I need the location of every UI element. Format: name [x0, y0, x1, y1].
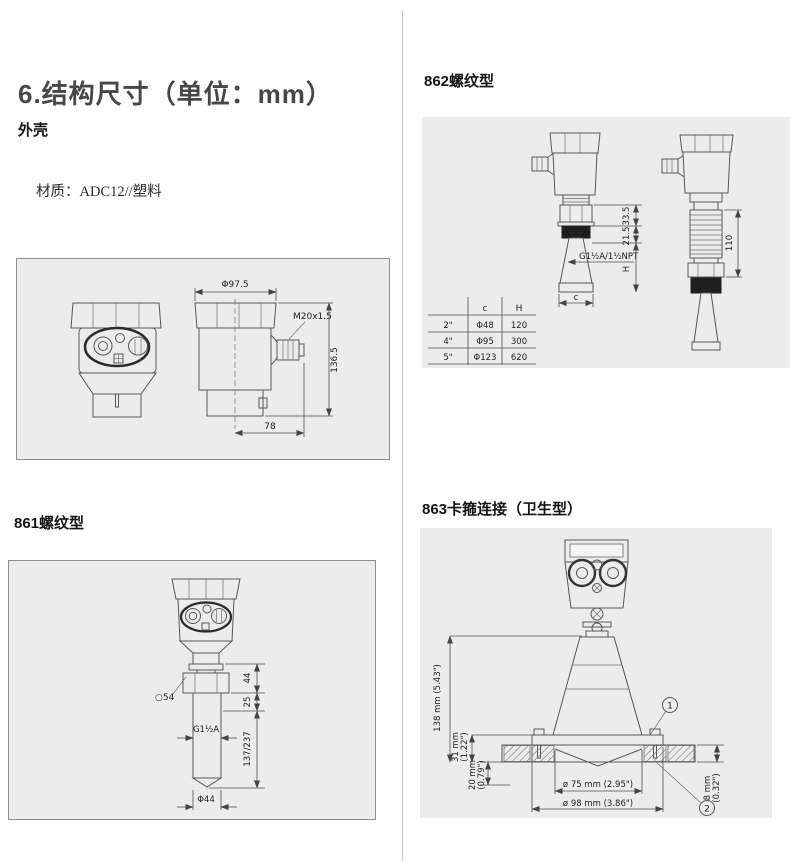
column-divider — [402, 10, 403, 861]
callout-2-circle — [699, 800, 715, 816]
drawing-panel-862: 33.5 21.5 G1½A/1½NPT H c — [422, 117, 790, 368]
drawing-panel-housing: Φ97.5 M20x1.5 136.5 78 — [16, 258, 390, 460]
callout-1: 1 — [667, 702, 673, 712]
hex-nut-861 — [182, 672, 230, 694]
dim-863-flange-in: (0.79") — [477, 760, 487, 789]
table-header-h: H — [516, 304, 523, 314]
dim-861-thread: G1½A — [193, 725, 219, 735]
section-title-861: 861螺纹型 — [14, 515, 85, 532]
callout-2: 2 — [704, 805, 710, 815]
hex-nut-2 — [687, 262, 725, 278]
dim-861-length: 137/237 — [243, 731, 253, 766]
dim-861-hex: ○54 — [155, 693, 175, 703]
drawing-862: 33.5 21.5 G1½A/1½NPT H c — [428, 132, 742, 365]
dimensions-863: 138 mm (5.43") 31 mm (1.22") 20 mm (0.79… — [433, 635, 724, 816]
housing-drawing: Φ97.5 M20x1.5 136.5 78 — [70, 280, 340, 437]
hex-nut — [559, 204, 593, 223]
display-dial-right — [128, 336, 148, 356]
dim-863-total-height: 138 mm (5.43") — [433, 664, 443, 732]
nameplate — [569, 543, 624, 558]
dim-861-upper: 44 — [243, 673, 253, 684]
drawing-panel-861: ○54 44 25 137/237 G1½A Φ44 — [8, 560, 376, 820]
dim-862-horn-dia: c — [574, 293, 579, 303]
table-cell: 620 — [511, 353, 527, 363]
ribbed-extension — [689, 209, 723, 259]
display-bezel — [83, 326, 151, 368]
dim-862-horn-height: H — [622, 266, 632, 272]
dim-862-process-thread: G1½A/1½NPT — [579, 252, 639, 262]
dimensions-861: ○54 44 25 137/237 G1½A Φ44 — [155, 663, 265, 810]
horn-tip-861 — [191, 777, 223, 788]
display-dial-left — [93, 336, 113, 356]
dim-861-mid: 25 — [243, 697, 253, 708]
material-note: 材质：ADC12//塑料 — [36, 184, 162, 200]
callout-1-circle — [662, 697, 678, 713]
section-title-863: 863卡箍连接（卫生型） — [422, 501, 583, 518]
clamp-and-flange — [501, 728, 696, 767]
dim-863-clamp-dia: ø 98 mm (3.86") — [563, 799, 633, 809]
table-cell: 5" — [443, 353, 452, 363]
drawing-863: 138 mm (5.43") 31 mm (1.22") 20 mm (0.79… — [433, 539, 724, 816]
thread-section-2 — [690, 277, 722, 294]
dim-863-gasket-in: (0.32") — [712, 773, 722, 802]
dim-width: 78 — [264, 422, 276, 432]
housing-dimensions: Φ97.5 M20x1.5 136.5 78 — [194, 280, 340, 437]
thread-pipe-861 — [192, 692, 222, 779]
page-title: 6.结构尺寸（单位：mm） — [18, 79, 333, 109]
dim-862-thread: 21.5 — [622, 227, 632, 246]
table-cell: 4" — [443, 337, 452, 347]
cone-horn — [552, 636, 643, 736]
dimensions-862-left: 33.5 21.5 G1½A/1½NPT H c — [558, 204, 642, 307]
table-cell: 300 — [511, 337, 527, 347]
knob-right — [598, 558, 628, 588]
device-863 — [552, 539, 643, 736]
table-header-c: c — [483, 304, 488, 314]
section-title-housing: 外壳 — [18, 122, 49, 139]
device-862-extended: 110 — [661, 134, 742, 351]
horn-antenna-2 — [693, 292, 719, 343]
dim-863-gasket: 8 mm — [703, 776, 713, 801]
dim-863-horn-dia: ø 75 mm (2.95") — [563, 780, 633, 790]
table-cell: Φ95 — [476, 337, 494, 347]
dim-gland-thread: M20x1.5 — [293, 312, 332, 322]
table-cell: 2" — [443, 321, 452, 331]
dim-862-upper: 33.5 — [622, 207, 632, 226]
display-led — [115, 333, 125, 343]
size-table-862: c H 2" Φ48 120 4" Φ95 300 5" Φ123 620 — [428, 297, 536, 365]
dim-863-cone-in: (1.22") — [460, 732, 470, 761]
section-title-862: 862螺纹型 — [424, 73, 495, 90]
housing-front-view — [70, 302, 162, 418]
display-bezel-861 — [179, 601, 233, 633]
dim-861-horn-dia: Φ44 — [197, 795, 215, 805]
table-cell: 120 — [511, 321, 527, 331]
dim-863-flange: 20 mm — [468, 760, 478, 790]
dim-top-diameter: Φ97.5 — [221, 280, 248, 290]
dim-height: 136.5 — [330, 347, 340, 373]
drawing-861: ○54 44 25 137/237 G1½A Φ44 — [155, 578, 265, 810]
flange-plate — [501, 744, 696, 763]
horn-mouth — [554, 748, 643, 767]
thread-section — [561, 225, 591, 239]
drawing-panel-863: 138 mm (5.43") 31 mm (1.22") 20 mm (0.79… — [420, 528, 772, 818]
knob-left — [567, 558, 597, 588]
table-cell: Φ48 — [476, 321, 494, 331]
table-cell: Φ123 — [474, 353, 497, 363]
device-861 — [171, 578, 241, 788]
device-862-threaded — [531, 132, 601, 293]
dim-862-extension: 110 — [725, 235, 735, 251]
clamp-ring — [531, 734, 664, 746]
gland-left-2 — [661, 158, 679, 174]
gland-left — [531, 156, 549, 172]
housing-side-view — [194, 299, 305, 429]
dim-863-cone: 31 mm — [451, 732, 461, 762]
